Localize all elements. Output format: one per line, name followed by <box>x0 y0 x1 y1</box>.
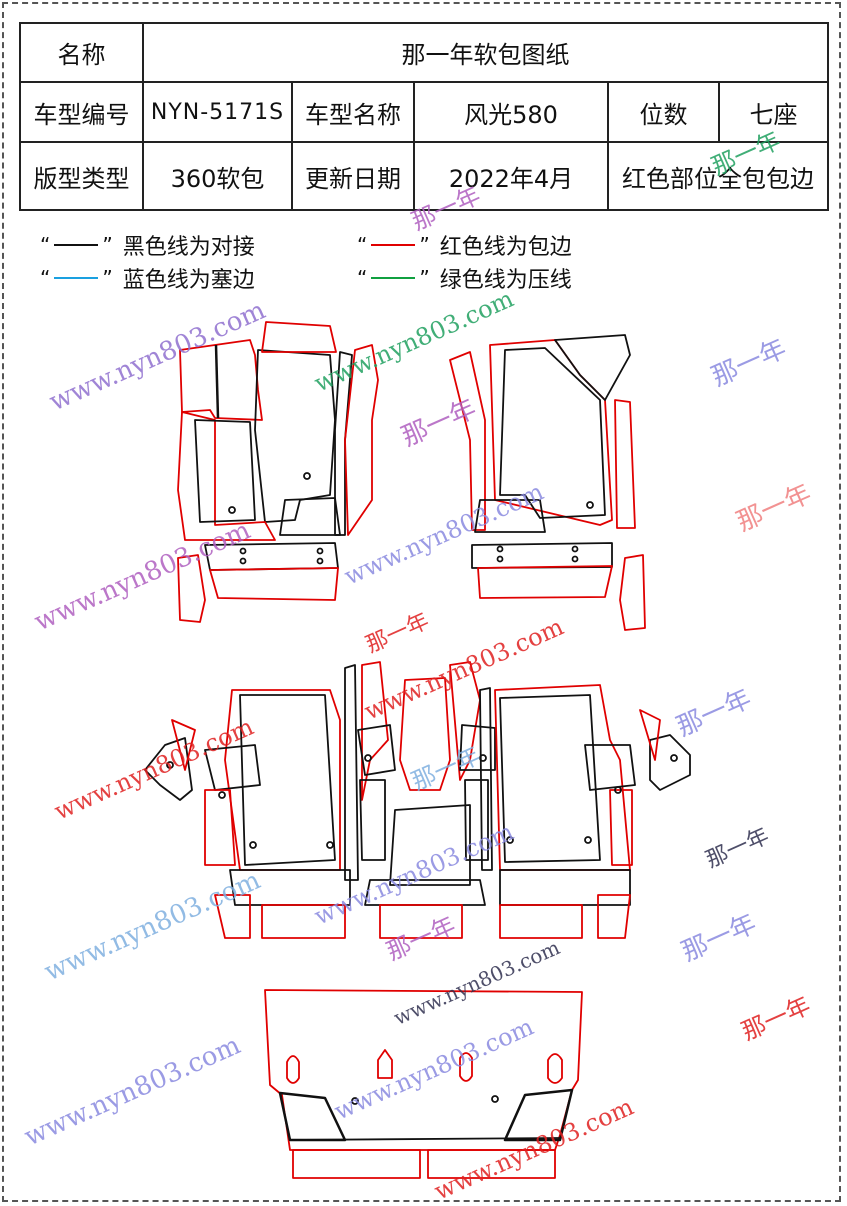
model-code: NYN-5171S <box>150 99 285 125</box>
front-right-pieces <box>449 334 646 631</box>
quote-open: “ <box>40 266 51 290</box>
legend-green-text: 绿色线为压线 <box>439 268 572 293</box>
date-label: 更新日期 <box>305 164 401 193</box>
quote-close: ” <box>419 233 430 257</box>
type-value: 360软包 <box>170 164 265 193</box>
type-label: 版型类型 <box>33 164 130 193</box>
legend-black: “ ” 黑色线为对接 <box>40 229 255 261</box>
legend-red: “ ” 红色线为包边 <box>357 229 572 261</box>
quote-close: ” <box>419 266 430 290</box>
front-left-pieces <box>177 321 379 623</box>
legend-black-text: 黑色线为对接 <box>122 235 255 260</box>
drawing-title: 那一年软包图纸 <box>401 41 570 69</box>
rear-trunk-pieces <box>264 989 583 1179</box>
info-table: 名称 那一年软包图纸 车型编号 NYN-5171S 车型名称 风光580 位数 … <box>19 22 829 211</box>
legend-green: “ ” 绿色线为压线 <box>357 262 572 294</box>
quote-close: ” <box>102 233 113 257</box>
seats-value: 七座 <box>749 100 798 129</box>
middle-row-pieces <box>144 661 691 939</box>
legend-red-text: 红色线为包边 <box>439 235 572 260</box>
note-value: 红色部位全包包边 <box>622 164 814 193</box>
black-line-swatch <box>54 244 99 246</box>
model-code-label: 车型编号 <box>33 100 130 129</box>
name-label: 名称 <box>57 41 106 69</box>
seats-label: 位数 <box>639 100 688 129</box>
legend-blue-text: 蓝色线为塞边 <box>122 268 255 293</box>
model-name: 风光580 <box>464 100 558 129</box>
blue-line-swatch <box>54 277 99 279</box>
quote-open: “ <box>357 266 368 290</box>
date-value: 2022年4月 <box>448 164 574 193</box>
green-line-swatch <box>371 277 416 279</box>
quote-open: “ <box>357 233 368 257</box>
legend-blue: “ ” 蓝色线为塞边 <box>40 262 255 294</box>
model-name-label: 车型名称 <box>305 100 401 129</box>
red-line-swatch <box>371 244 416 246</box>
quote-close: ” <box>102 266 113 290</box>
quote-open: “ <box>40 233 51 257</box>
